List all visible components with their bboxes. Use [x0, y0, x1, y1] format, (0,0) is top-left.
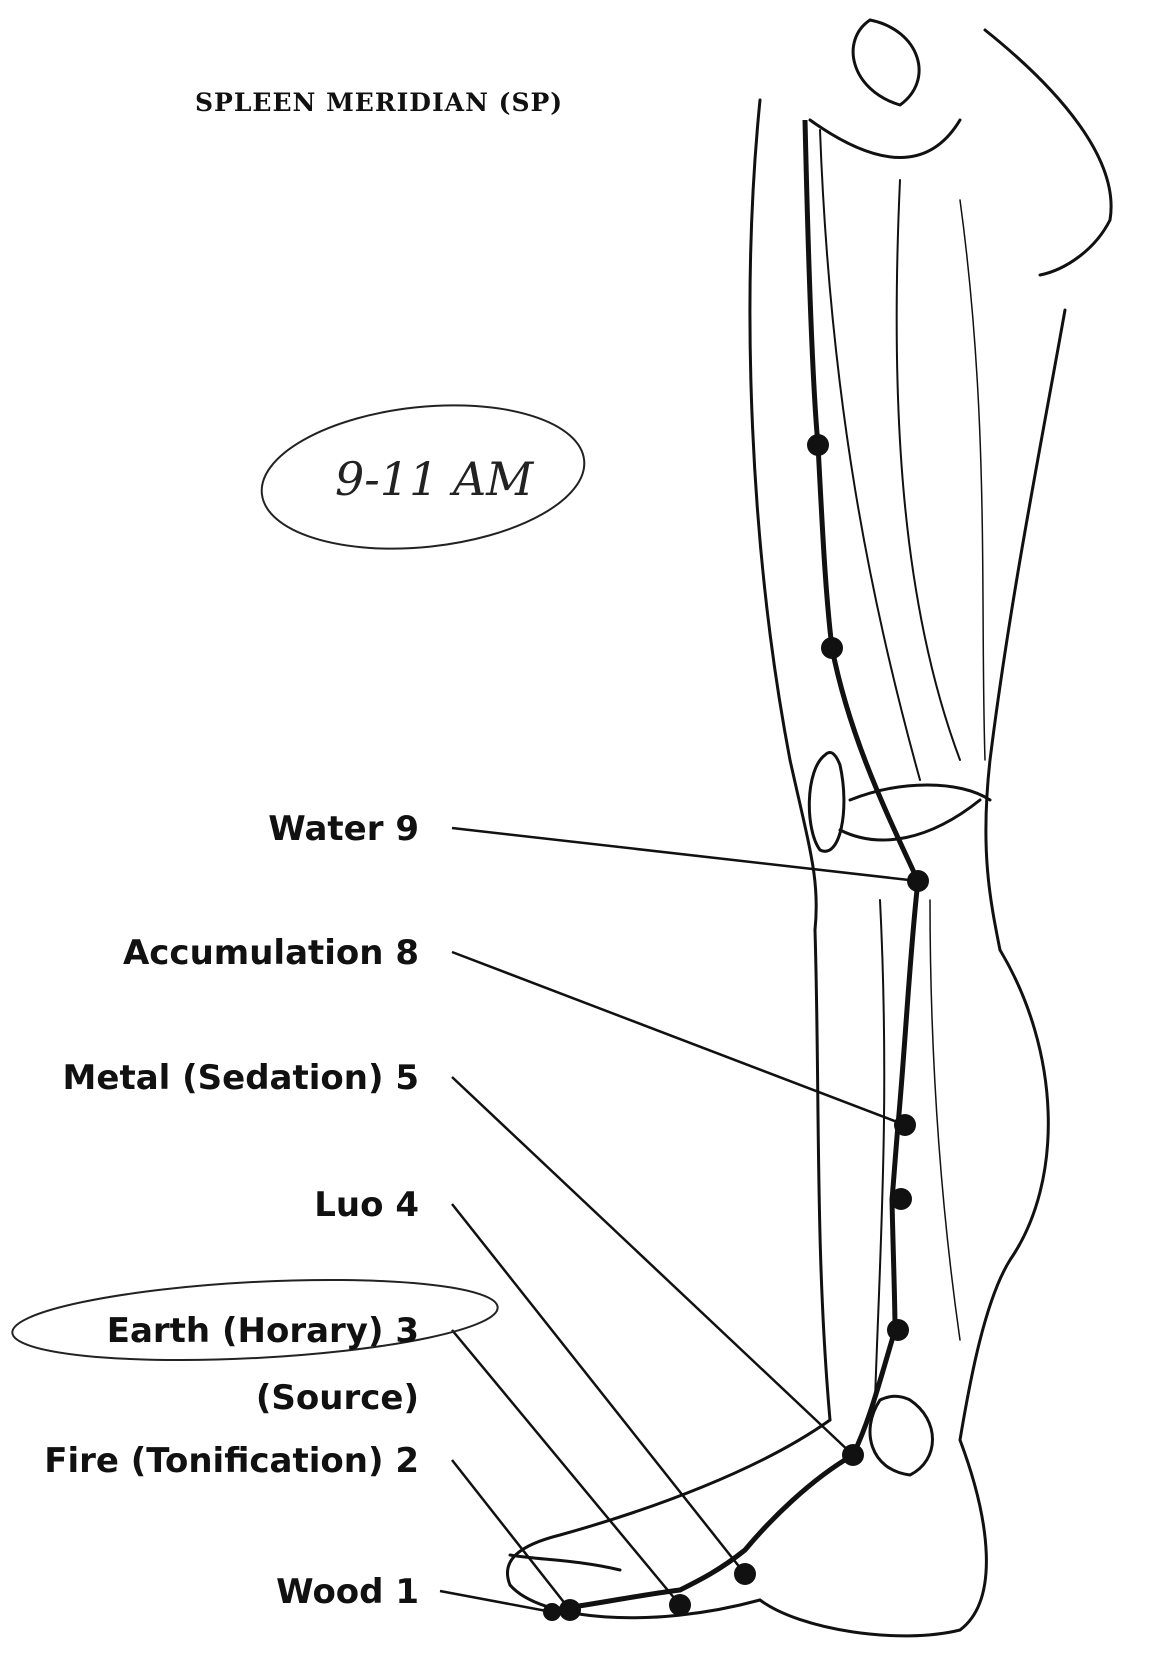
thigh-back — [986, 310, 1065, 950]
label-fire-2: Fire (Tonification) 2 — [44, 1441, 419, 1481]
knee-line — [840, 800, 980, 840]
knee-line-2 — [850, 785, 990, 800]
tibia-line — [875, 900, 884, 1400]
point-marker-lower-shin — [887, 1319, 909, 1341]
hip-outline — [853, 20, 919, 105]
point-marker-thigh-lower — [821, 637, 843, 659]
label-wood-1: Wood 1 — [276, 1572, 419, 1612]
patella — [809, 752, 844, 851]
handwritten-note: 9-11 AM — [335, 452, 535, 506]
label-earth-3: Earth (Horary) 3 — [107, 1311, 419, 1351]
hip-curve — [985, 30, 1111, 275]
calf — [960, 950, 1048, 1440]
label-source: (Source) — [256, 1378, 419, 1418]
point-marker-thigh-upper — [807, 434, 829, 456]
label-metal-5: Metal (Sedation) 5 — [63, 1058, 419, 1098]
groin-line — [810, 120, 960, 158]
muscle-line-1 — [820, 130, 920, 780]
meridian-line — [552, 120, 918, 1610]
ankle-bone — [870, 1396, 933, 1475]
shin — [815, 930, 830, 1420]
muscle-line-4 — [930, 900, 960, 1340]
label-luo-4: Luo 4 — [314, 1185, 419, 1225]
leader-metal-5 — [452, 1077, 853, 1455]
label-water-9: Water 9 — [268, 809, 419, 849]
leader-accumulation-8 — [452, 952, 905, 1125]
page-title: SPLEEN MERIDIAN (SP) — [195, 88, 563, 117]
label-accumulation-8: Accumulation 8 — [123, 933, 419, 973]
muscle-line-2 — [897, 180, 960, 760]
leader-luo-4 — [452, 1204, 745, 1574]
muscle-line-3 — [960, 200, 985, 760]
point-marker-shin — [890, 1188, 912, 1210]
heel — [760, 1440, 986, 1636]
toe — [510, 1555, 620, 1570]
leader-earth-3 — [452, 1330, 680, 1605]
leader-water-9 — [452, 828, 918, 881]
